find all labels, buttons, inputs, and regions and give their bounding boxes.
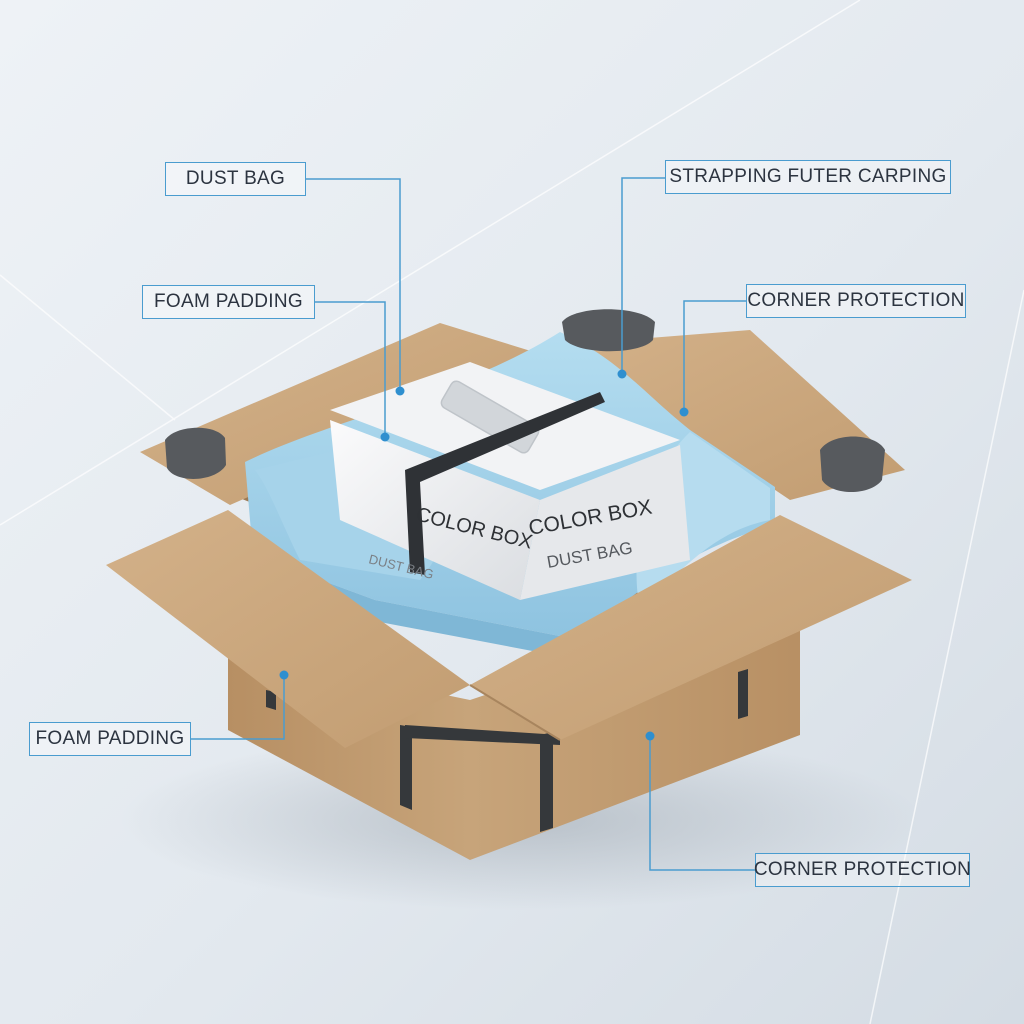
- leader-foam-top: [315, 301, 386, 437]
- product-box-left-face: [330, 420, 540, 600]
- box-flap-front-left: [106, 510, 470, 748]
- leader-dots: [279, 369, 689, 741]
- leader-lines: [191, 177, 755, 871]
- leader-strapping: [621, 177, 665, 374]
- label-corner-protection-top: CORNER PROTECTION: [746, 284, 966, 318]
- leader-corner-bottom: [649, 736, 755, 871]
- leader-foam-bottom: [191, 675, 285, 740]
- label-strapping: STRAPPING FUTER CARPING: [665, 160, 951, 194]
- box-flap-front-right: [470, 515, 912, 740]
- box-tape: [266, 669, 748, 832]
- label-foam-padding-bottom: FOAM PADDING: [29, 722, 191, 756]
- label-foam-padding-top: FOAM PADDING: [142, 285, 315, 319]
- strap: [405, 392, 605, 575]
- corner-protector-right: [820, 436, 885, 492]
- label-dust-bag: DUST BAG: [165, 162, 306, 196]
- product-box: COLOR BOX COLOR BOX DUST BAG DUST BAG: [330, 362, 690, 600]
- leader-corner-top: [683, 300, 746, 412]
- shipping-box: COLOR BOX COLOR BOX DUST BAG DUST BAG: [106, 309, 912, 860]
- box-flap-back-right: [560, 330, 905, 500]
- label-corner-protection-bottom: CORNER PROTECTION: [754, 853, 971, 887]
- corner-protector-left: [165, 427, 226, 479]
- corner-protector-top: [562, 309, 655, 352]
- corner-protectors: [165, 309, 885, 492]
- product-box-right-face: [520, 445, 690, 600]
- flap-edge: [469, 684, 561, 741]
- leader-dust-bag: [306, 178, 401, 391]
